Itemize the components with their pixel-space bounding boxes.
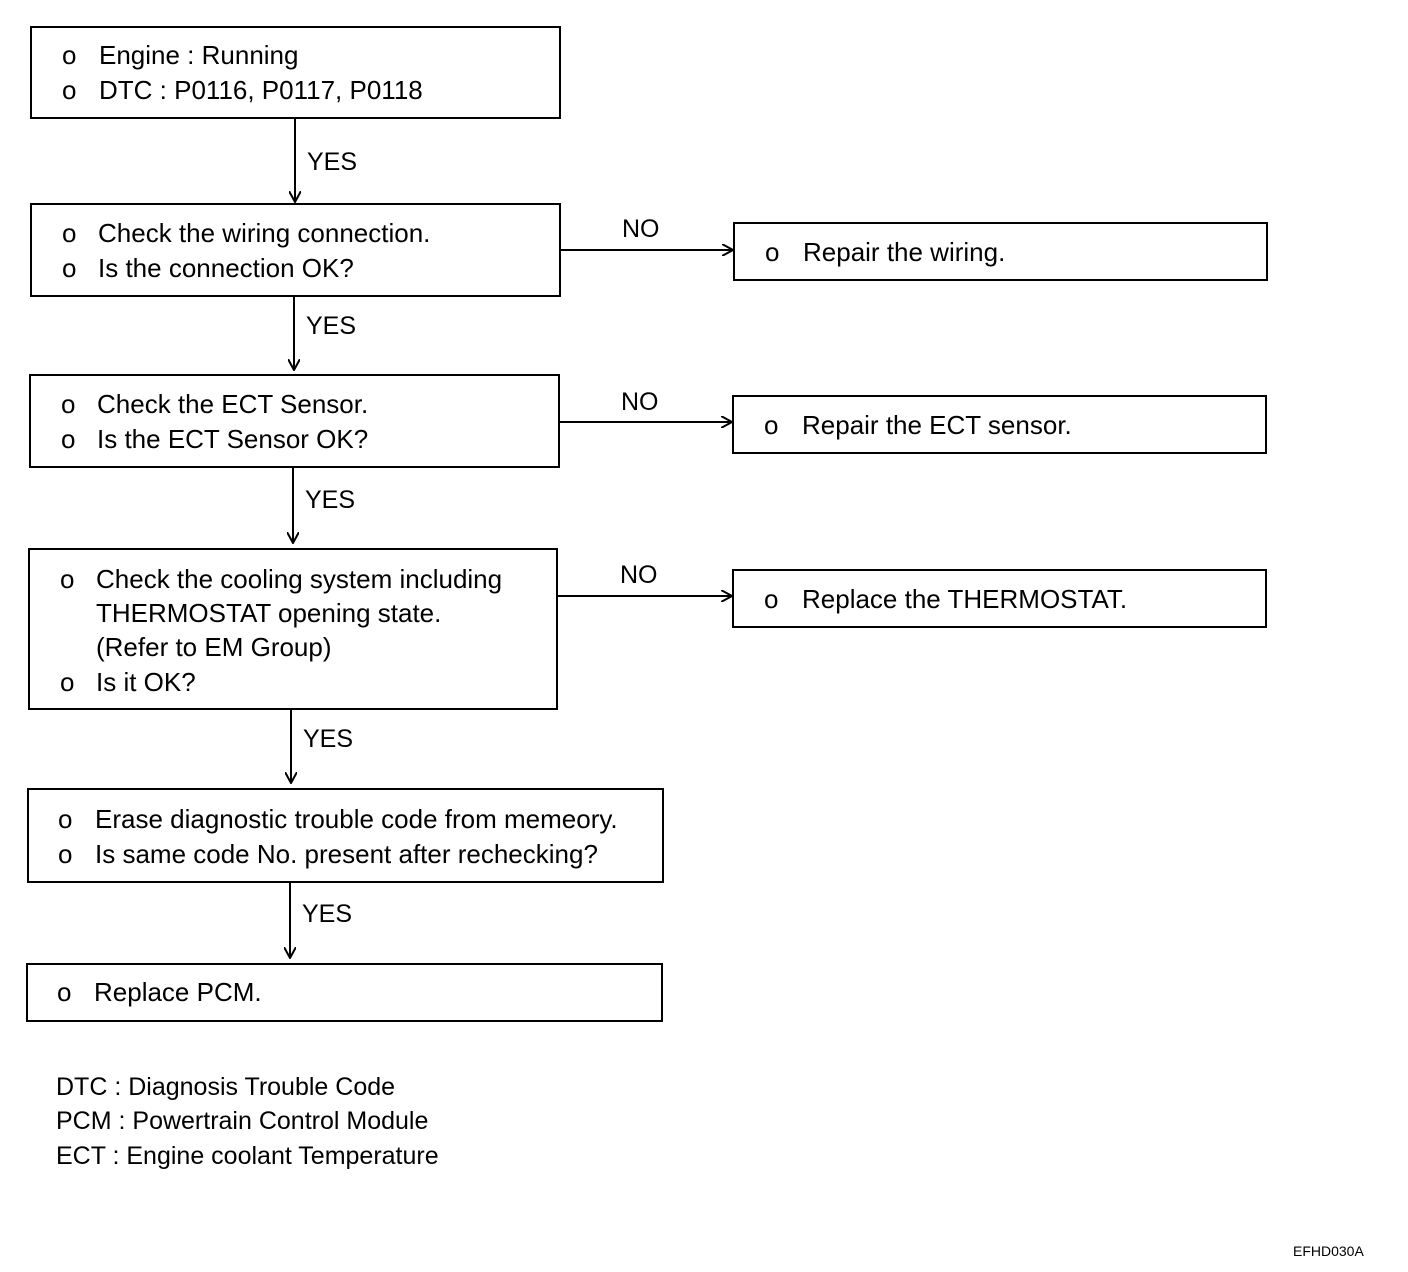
action-text: Repair the wiring. xyxy=(803,237,1006,267)
step-box-5: o Erase diagnostic trouble code from mem… xyxy=(27,788,664,883)
legend-item: ECT : Engine coolant Temperature xyxy=(56,1142,439,1170)
bullet: o xyxy=(62,253,77,283)
legend-item: DTC : Diagnosis Trouble Code xyxy=(56,1073,396,1101)
yes-label: YES xyxy=(303,725,354,753)
step-text: Check the wiring connection. xyxy=(98,218,431,248)
yes-label: YES xyxy=(306,312,357,340)
yes-label: YES xyxy=(305,486,356,514)
step-text: Check the ECT Sensor. xyxy=(97,389,369,419)
legend-item: PCM : Powertrain Control Module xyxy=(56,1107,429,1135)
yes-label: YES xyxy=(307,148,358,176)
step-text: Replace PCM. xyxy=(94,977,262,1007)
step-text: Erase diagnostic trouble code from memeo… xyxy=(95,804,618,834)
bullet: o xyxy=(61,389,76,419)
step-text: Is it OK? xyxy=(96,667,196,697)
bullet: o xyxy=(60,564,75,594)
bullet: o xyxy=(765,237,780,267)
no-label: NO xyxy=(621,388,659,416)
step-text: Is the ECT Sensor OK? xyxy=(97,424,369,454)
bullet: o xyxy=(58,839,73,869)
action-text: Replace the THERMOSTAT. xyxy=(802,584,1128,614)
bullet: o xyxy=(62,40,77,70)
no-action-box-3: o Replace the THERMOSTAT. xyxy=(732,569,1267,628)
bullet: o xyxy=(61,424,76,454)
no-action-box-1: o Repair the wiring. xyxy=(733,222,1268,281)
step-box-2: o Check the wiring connection. o Is the … xyxy=(30,203,561,297)
no-label: NO xyxy=(620,561,658,589)
step-box-1: o Engine : Running o DTC : P0116, P0117,… xyxy=(30,26,561,119)
bullet: o xyxy=(60,667,75,697)
yes-label: YES xyxy=(302,900,353,928)
bullet: o xyxy=(62,218,77,248)
step-text: THERMOSTAT opening state. xyxy=(96,598,442,628)
step-box-4: o Check the cooling system including THE… xyxy=(28,548,558,710)
bullet: o xyxy=(57,977,72,1007)
step-box-3: o Check the ECT Sensor. o Is the ECT Sen… xyxy=(29,374,560,468)
bullet: o xyxy=(62,75,77,105)
bullet: o xyxy=(58,804,73,834)
step-text: (Refer to EM Group) xyxy=(96,632,332,662)
step-text: DTC : P0116, P0117, P0118 xyxy=(99,75,423,105)
figure-code: EFHD030A xyxy=(1293,1243,1364,1259)
step-text: Is same code No. present after recheckin… xyxy=(95,839,598,869)
step-text: Is the connection OK? xyxy=(98,253,354,283)
bullet: o xyxy=(764,584,779,614)
no-label: NO xyxy=(622,215,660,243)
no-action-box-2: o Repair the ECT sensor. xyxy=(732,395,1267,454)
step-box-6: o Replace PCM. xyxy=(26,963,663,1022)
action-text: Repair the ECT sensor. xyxy=(802,410,1072,440)
bullet: o xyxy=(764,410,779,440)
step-text: Engine : Running xyxy=(99,40,299,70)
step-text: Check the cooling system including xyxy=(96,564,503,594)
